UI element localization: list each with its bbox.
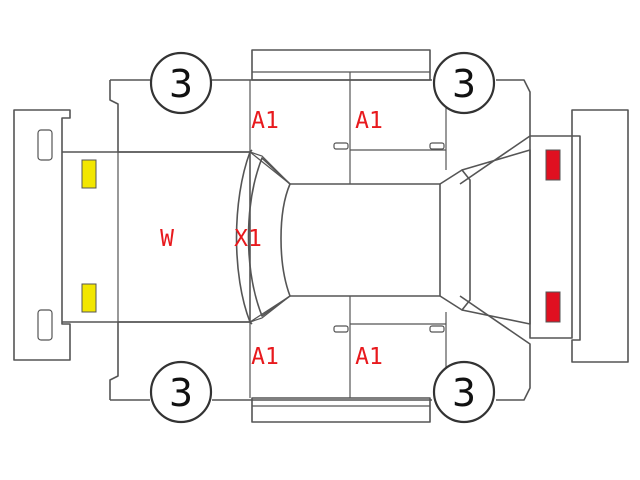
taillight-right-icon <box>545 291 561 323</box>
taillight-left-icon <box>545 149 561 181</box>
cabin-top <box>235 149 531 325</box>
body-side-bottom <box>109 295 531 423</box>
headlight-right-icon <box>81 283 97 313</box>
wheel-rear-right: 3 <box>432 360 496 424</box>
wheel-front-left-grade: 3 <box>169 62 193 106</box>
wheel-rear-right-grade: 3 <box>452 371 476 415</box>
body-side-top <box>109 49 531 185</box>
wheel-rear-left: 3 <box>432 51 496 115</box>
hood <box>62 151 251 323</box>
headlight-left-icon <box>81 159 97 189</box>
wheel-front-right-grade: 3 <box>169 371 193 415</box>
damage-code-top-rear-door: A1 <box>355 108 383 134</box>
rear-bumper <box>571 109 629 363</box>
damage-code-windshield: W <box>160 226 174 252</box>
wheel-front-right: 3 <box>149 360 213 424</box>
wheel-front-left: 3 <box>149 51 213 115</box>
damage-code-bottom-front-door: A1 <box>251 344 279 370</box>
front-bumper <box>13 109 71 361</box>
damage-code-bottom-rear-door: A1 <box>355 344 383 370</box>
damage-code-roof-front: X1 <box>234 226 262 252</box>
wheel-rear-left-grade: 3 <box>452 62 476 106</box>
damage-code-top-front-door: A1 <box>251 108 279 134</box>
rear-lamp-panel <box>529 135 573 339</box>
